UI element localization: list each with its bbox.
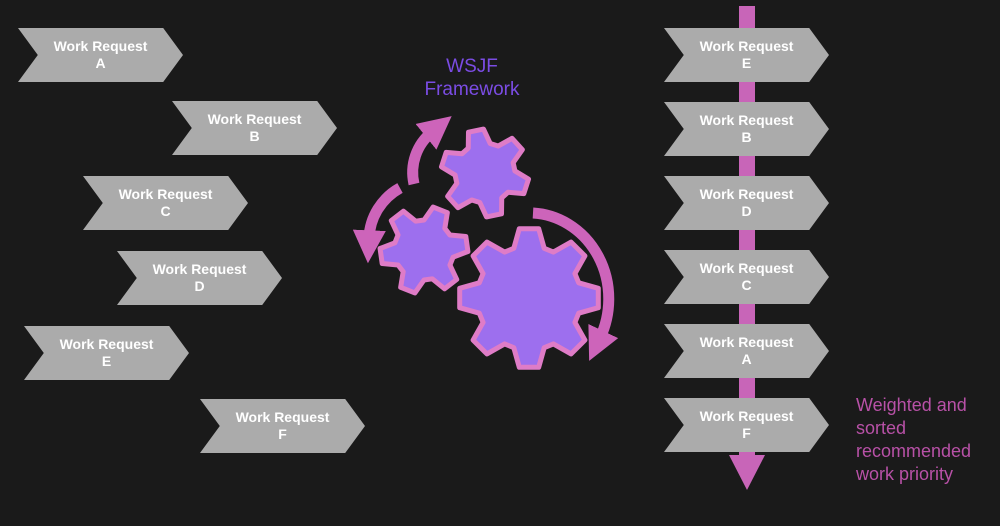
work-request-letter: F (742, 425, 751, 441)
work-request-letter: E (101, 353, 112, 369)
work-request-chevron: Work Request B (172, 101, 337, 155)
work-request-name: Work Request (699, 260, 794, 276)
work-request-name: Work Request (152, 261, 247, 277)
work-request-letter: B (741, 129, 752, 145)
rotation-arrow-icon (532, 207, 619, 361)
work-request-letter: B (249, 128, 260, 144)
work-request-letter: F (278, 426, 287, 442)
work-request-chevron: Work Request A (664, 324, 829, 378)
work-request-chevron: Work Request F (200, 399, 365, 453)
work-request-name: Work Request (699, 112, 794, 128)
work-request-chevron: Work Request C (83, 176, 248, 230)
work-request-name: Work Request (207, 111, 302, 127)
gear-icon (375, 203, 472, 297)
work-request-chevron: Work Request A (18, 28, 183, 82)
work-request-name: Work Request (699, 408, 794, 424)
work-request-name: Work Request (699, 186, 794, 202)
work-request-letter: C (741, 277, 752, 293)
gear-icon (431, 120, 539, 225)
work-request-chevron: Work Request E (24, 326, 189, 380)
gears-icon (352, 116, 619, 395)
work-request-letter: E (741, 55, 752, 71)
work-request-letter: A (741, 351, 752, 367)
gear-icon (460, 229, 599, 368)
work-request-letter: C (160, 203, 171, 219)
work-request-chevron: Work Request E (664, 28, 829, 82)
work-request-name: Work Request (699, 38, 794, 54)
work-request-letter: D (194, 278, 205, 294)
work-request-name: Work Request (235, 409, 330, 425)
work-request-chevron: Work Request D (117, 251, 282, 305)
rotation-arrow-icon (407, 116, 452, 186)
work-request-chevron: Work Request C (664, 250, 829, 304)
work-request-chevron: Work Request F (664, 398, 829, 452)
work-request-chevron: Work Request B (664, 102, 829, 156)
work-request-name: Work Request (699, 334, 794, 350)
work-request-name: Work Request (118, 186, 213, 202)
priority-flow-arrowhead (729, 455, 765, 490)
work-request-letter: D (741, 203, 752, 219)
work-request-letter: A (95, 55, 106, 71)
work-request-chevron: Work Request D (664, 176, 829, 230)
work-request-name: Work Request (59, 336, 154, 352)
priority-caption: Weighted and sorted recommended work pri… (856, 395, 972, 484)
work-request-name: Work Request (53, 38, 148, 54)
rotation-arrow-icon (352, 183, 403, 264)
diagram-title: WSJF Framework (424, 56, 520, 100)
